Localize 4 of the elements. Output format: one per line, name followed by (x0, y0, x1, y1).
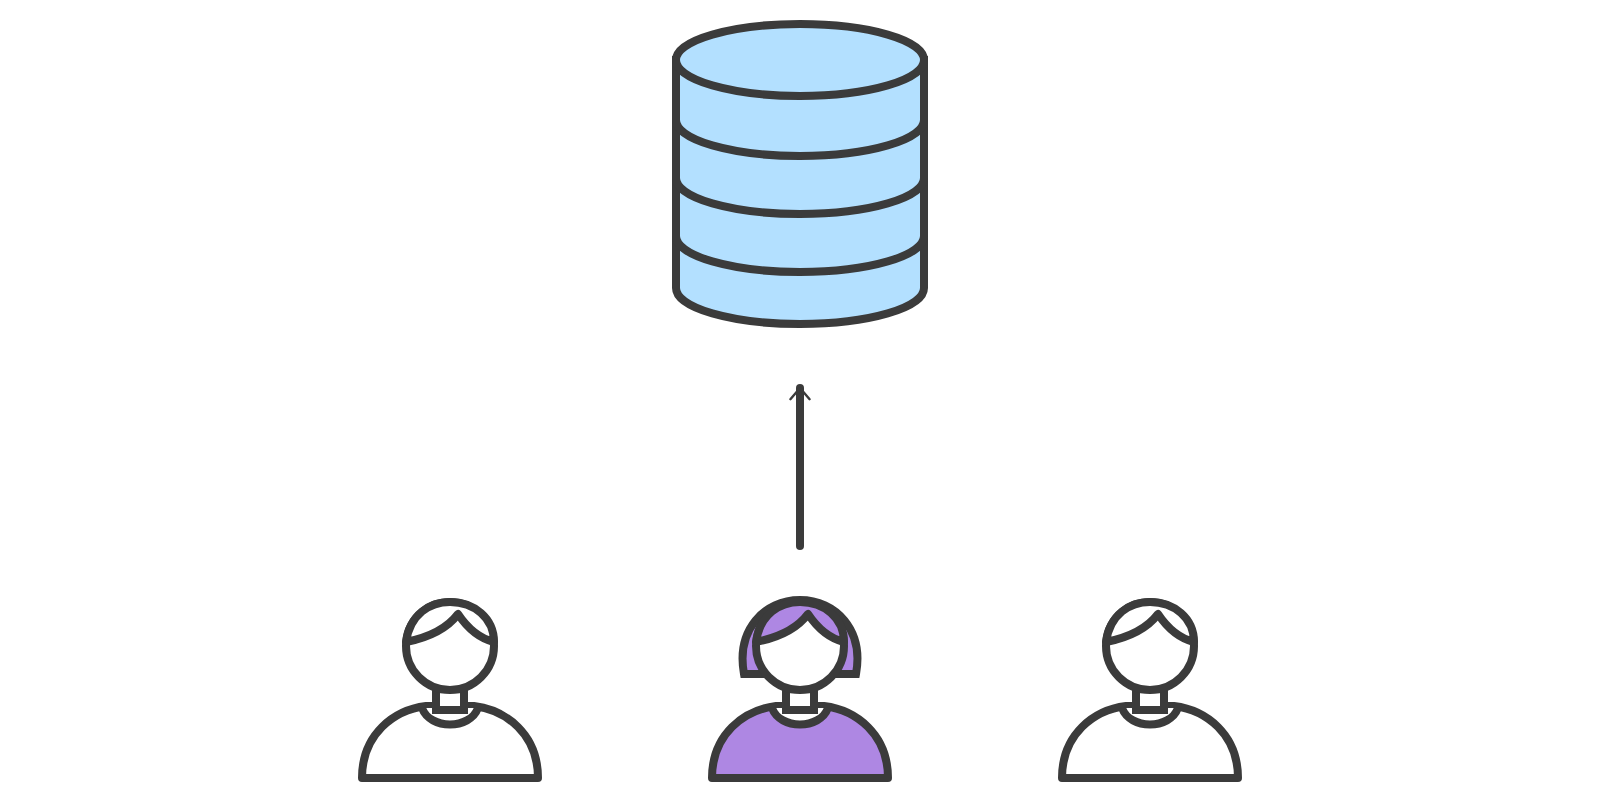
person-icon (354, 594, 546, 786)
person-icon (1054, 594, 1246, 786)
person-icon (704, 594, 896, 786)
arrow (789, 384, 811, 550)
